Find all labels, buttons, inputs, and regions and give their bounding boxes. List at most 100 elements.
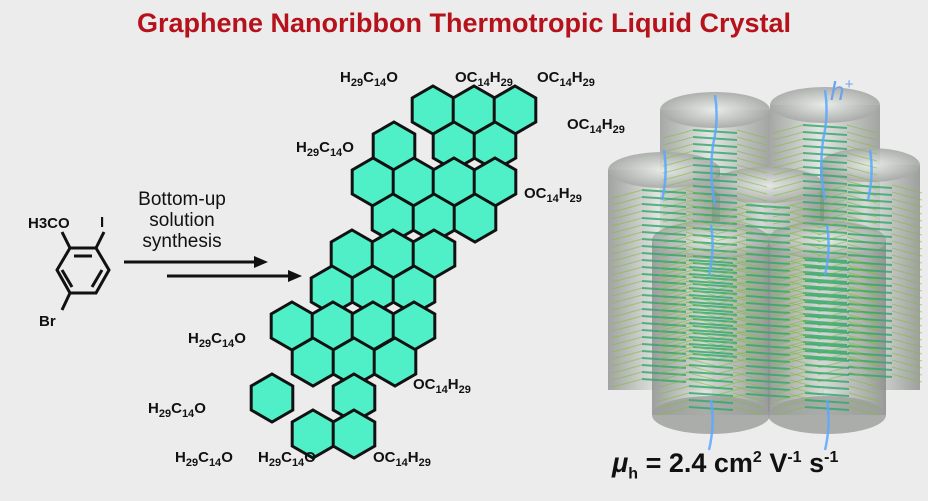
stacked-ribbon-layer (804, 385, 850, 390)
stacked-ribbon-layer (641, 196, 687, 201)
alkyl-chain (611, 224, 643, 234)
stacked-ribbon-layer (688, 273, 734, 278)
stacked-ribbon-layer (804, 280, 850, 285)
alkyl-chain (736, 339, 768, 349)
alkyl-chain (658, 364, 690, 374)
alkyl-chain (611, 287, 643, 297)
stacked-ribbon-layer (688, 385, 734, 390)
alkyl-chain (732, 336, 764, 346)
stacked-ribbon-layer (847, 205, 893, 210)
stacked-ribbon-layer (804, 287, 850, 292)
alkyl-chain (891, 296, 923, 306)
stacked-ribbon-layer (745, 281, 791, 286)
alkyl-chain (658, 308, 690, 318)
alkyl-chain (772, 152, 804, 162)
stacked-ribbon-layer (745, 379, 791, 384)
stacked-ribbon-layer (847, 324, 893, 329)
alkyl-chain (658, 336, 690, 346)
stacked-ribbon-layer (641, 224, 687, 229)
alkyl-chain (662, 206, 694, 216)
alkyl-chain (891, 352, 923, 362)
stacked-ribbon-layer (804, 378, 850, 383)
stacked-ribbon-layer (688, 301, 734, 306)
alkyl-chain (736, 276, 768, 286)
alkyl-chain (662, 227, 694, 237)
stacked-ribbon-layer (745, 267, 791, 272)
alkyl-chain (891, 310, 923, 320)
alkyl-chain (891, 275, 923, 285)
stacked-ribbon-layer (802, 215, 848, 220)
reaction-line-2: solution (149, 210, 215, 231)
alkyl-chain (662, 213, 694, 223)
alkyl-chain (611, 196, 643, 206)
stacked-ribbon-layer (847, 366, 893, 371)
stacked-ribbon-layer (688, 315, 734, 320)
alkyl-chain (774, 392, 806, 402)
alkyl-chain (774, 399, 806, 409)
alkyl-chain (662, 325, 694, 335)
alkyl-chain (774, 287, 806, 297)
alkyl-chain (736, 157, 768, 167)
stacked-ribbon-layer (847, 247, 893, 252)
stacked-ribbon-layer (745, 372, 791, 377)
stacked-ribbon-layer (688, 336, 734, 341)
stacked-ribbon-layer (745, 351, 791, 356)
stacked-ribbon-layer (847, 303, 893, 308)
alkyl-chain (662, 220, 694, 230)
alkoxy-label-left-mid: H29C14O (188, 330, 246, 350)
stacked-ribbon-layer (745, 274, 791, 279)
alkyl-chain (774, 266, 806, 276)
alkyl-chain (772, 341, 804, 351)
alkyl-chain (772, 201, 804, 211)
alkyl-chain (848, 315, 880, 325)
alkyl-chain (611, 217, 643, 227)
bromo-label: Br (39, 313, 56, 330)
alkyl-chain (732, 329, 764, 339)
alkyl-chain (685, 196, 717, 206)
alkyl-chain (732, 378, 764, 388)
alkyl-chain (715, 204, 747, 214)
stacked-ribbon-layer (802, 236, 848, 241)
alkoxy-label-bottom-3: OC14H29 (373, 449, 431, 469)
stacked-ribbon-layer (688, 350, 734, 355)
alkyl-chain (772, 145, 804, 155)
stacked-ribbon-layer (745, 211, 791, 216)
alkoxy-label-top-mid: OC14H29 (455, 69, 513, 89)
alkyl-chain (848, 308, 880, 318)
alkyl-chain (658, 273, 690, 283)
alkyl-chain (772, 355, 804, 365)
stacked-ribbon-layer (745, 253, 791, 258)
alkyl-chain (662, 283, 694, 293)
alkyl-chain (789, 211, 821, 221)
alkyl-chain (774, 364, 806, 374)
alkyl-chain (662, 353, 694, 363)
alkyl-chain (736, 143, 768, 153)
alkyl-chain (772, 292, 804, 302)
alkyl-chain (772, 194, 804, 204)
alkyl-chain (891, 191, 923, 201)
alkyl-chain (846, 131, 878, 141)
stacked-ribbon-layer (847, 310, 893, 315)
alkyl-chain (891, 324, 923, 334)
alkyl-chain (662, 304, 694, 314)
alkyl-chain (789, 225, 821, 235)
alkyl-chain (891, 317, 923, 327)
alkyl-chain (658, 357, 690, 367)
stacked-ribbon-layer (804, 329, 850, 334)
stacked-ribbon-layer (692, 157, 738, 162)
stacked-ribbon-layer (804, 273, 850, 278)
alkyl-chain (772, 124, 804, 134)
alkyl-chain (658, 259, 690, 269)
alkyl-chain (848, 287, 880, 297)
alkyl-chain (789, 246, 821, 256)
stacked-ribbon-layer (804, 371, 850, 376)
stacked-ribbon-layer (745, 204, 791, 209)
alkyl-chain (772, 306, 804, 316)
alkyl-chain (736, 178, 768, 188)
stacked-ribbon-layer (688, 357, 734, 362)
alkyl-chain (658, 406, 690, 416)
stacked-ribbon-layer (745, 316, 791, 321)
stacked-ribbon-layer (745, 232, 791, 237)
stacked-ribbon-layer (804, 336, 850, 341)
